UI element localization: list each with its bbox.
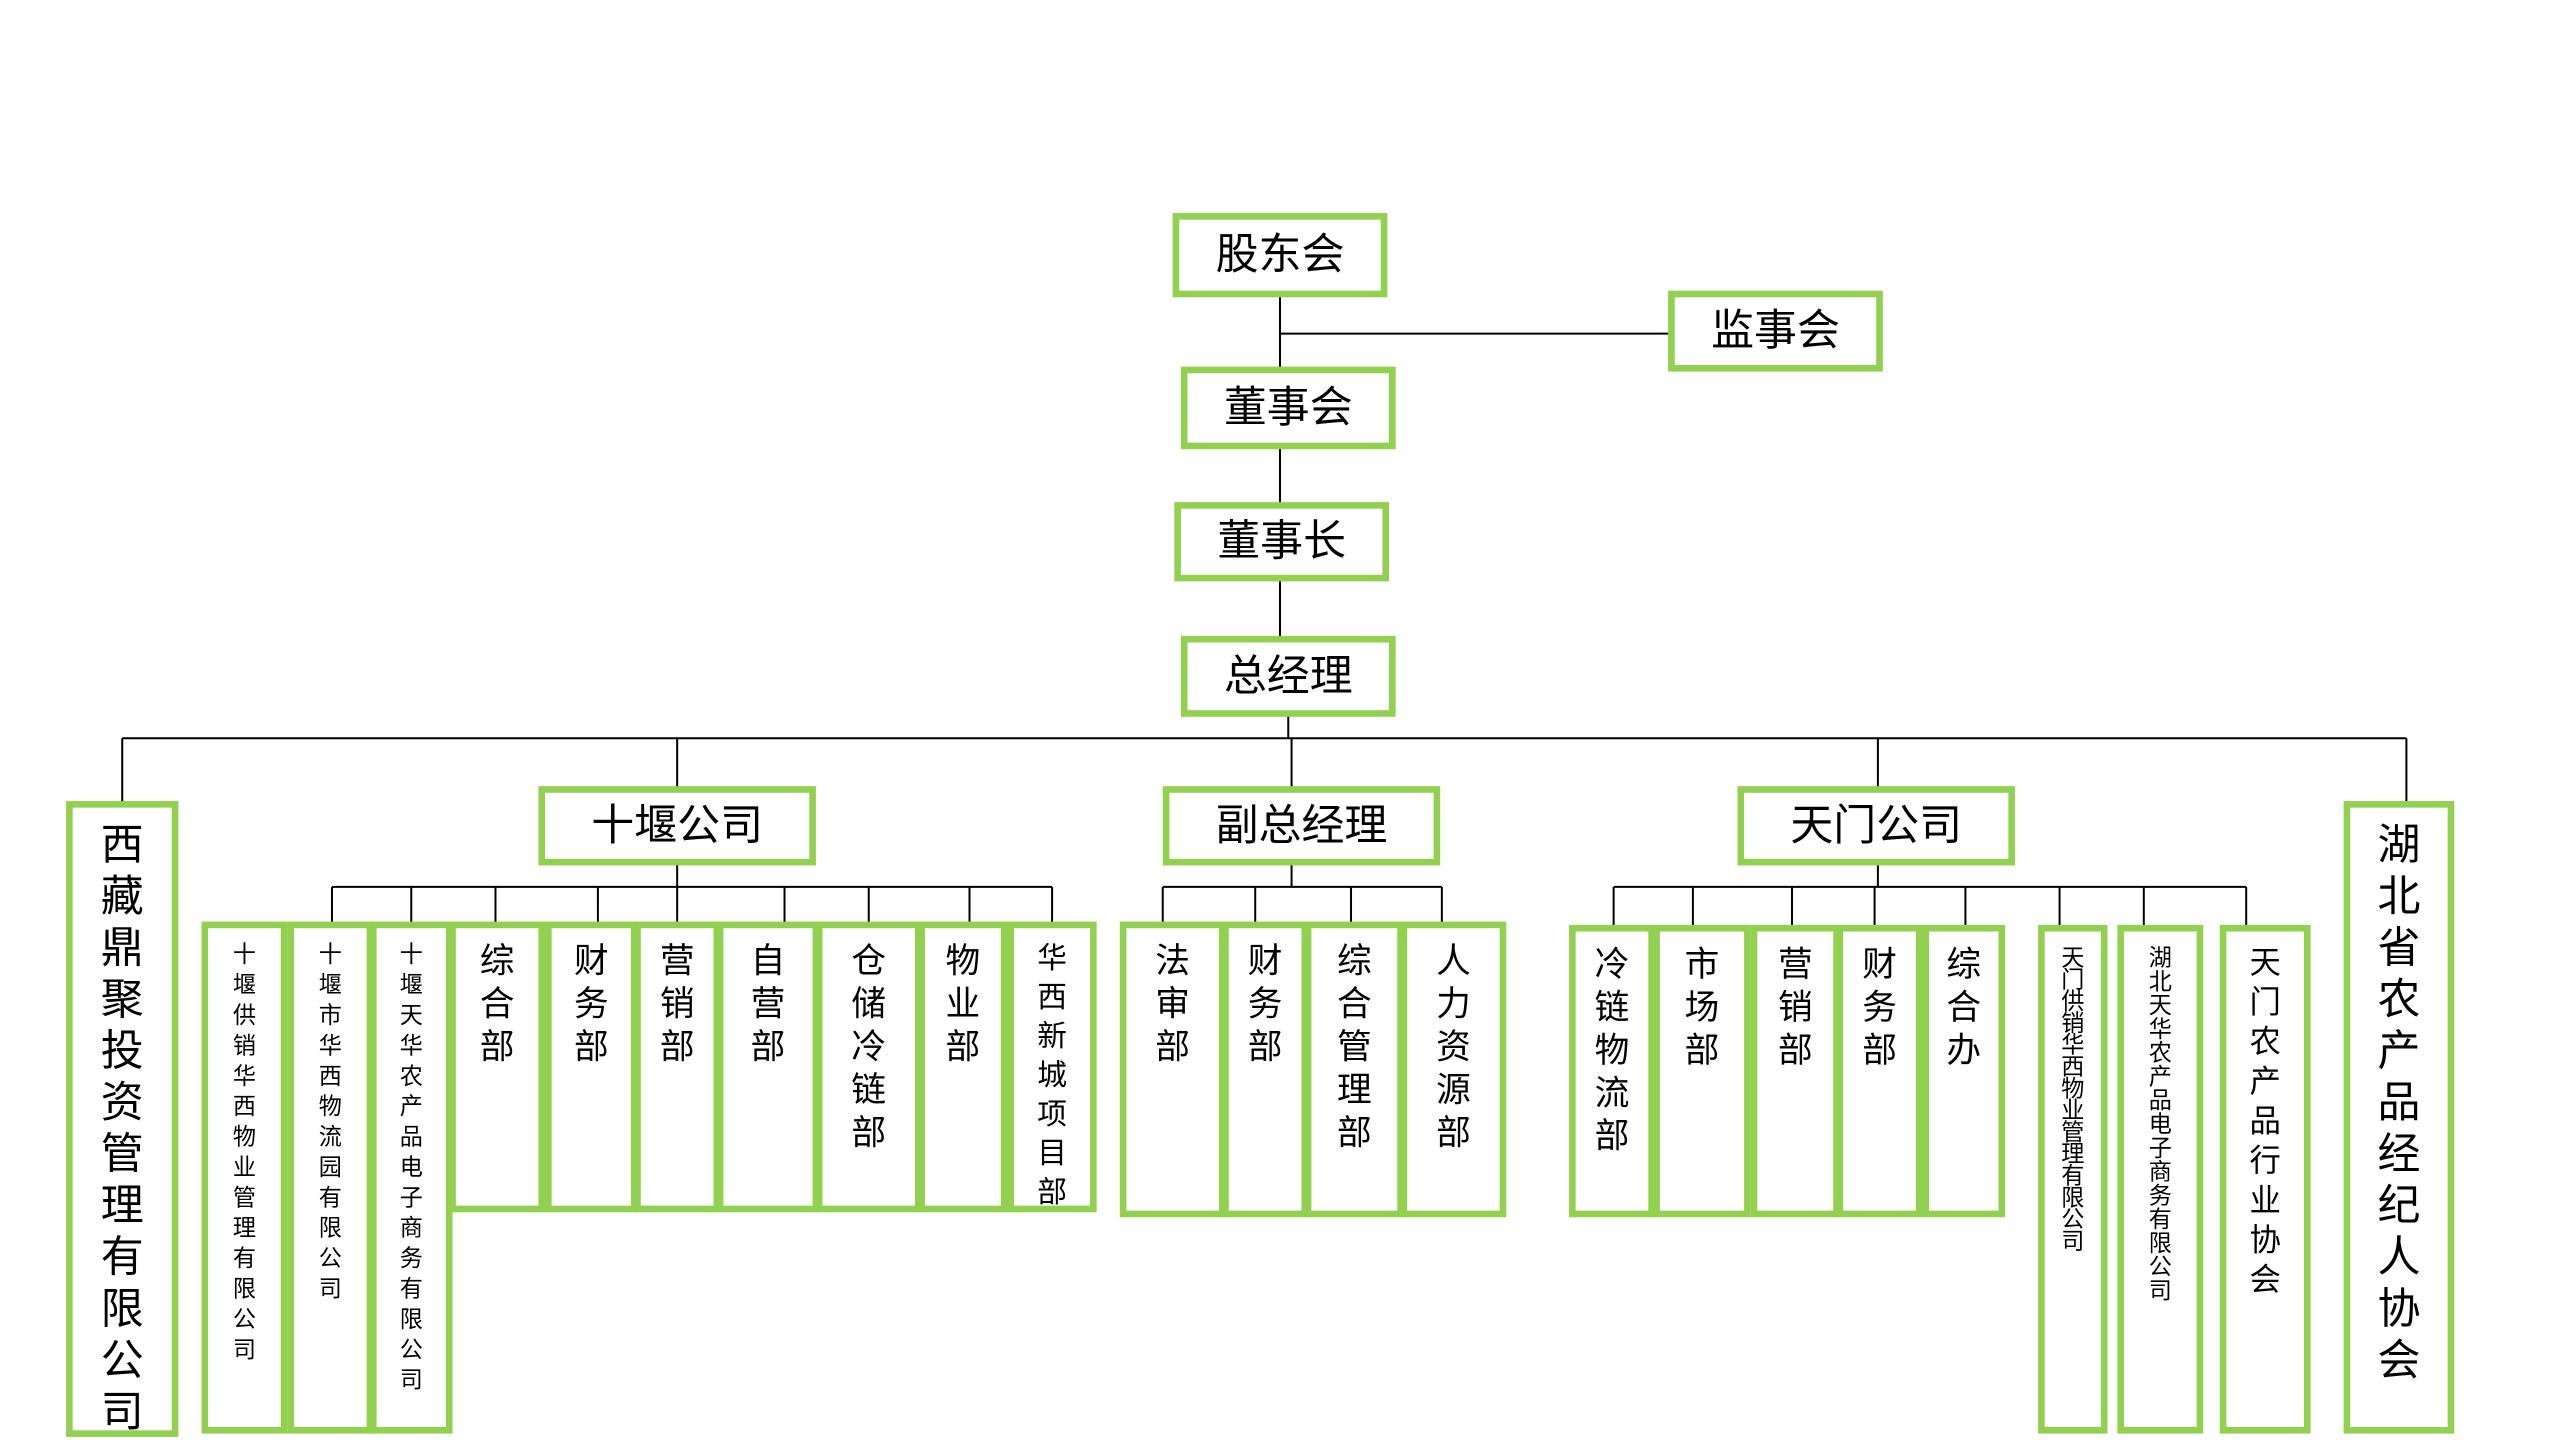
tianmen-unit-6-frame — [2038, 924, 2108, 1434]
tianmen-unit-8: 天门农产品行业协会 — [2219, 924, 2311, 1434]
shiyan-unit-6: 营销部 — [634, 921, 721, 1213]
vice-gm-unit-1: 法审部 — [1119, 921, 1226, 1218]
left-company-box-label: 西藏鼎聚投资管理有限公司 — [101, 820, 144, 1437]
shiyan-unit-1-frame — [201, 921, 288, 1434]
vice-gm-box-label: 副总经理 — [1216, 801, 1388, 851]
vice-gm-unit-4-label: 人力资源部 — [1436, 942, 1471, 1154]
shiyan-unit-7-label: 自营部 — [751, 942, 786, 1068]
shiyan-unit-6-label: 营销部 — [660, 942, 695, 1068]
shiyan-company-box-frame — [538, 786, 816, 866]
tianmen-company-box-label: 天门公司 — [1790, 801, 1962, 851]
vice-gm-unit-1-frame — [1119, 921, 1226, 1218]
tianmen-unit-1: 冷链物流部 — [1569, 924, 1655, 1218]
shiyan-unit-7-frame — [716, 921, 820, 1213]
supervisors-box-label: 监事会 — [1711, 306, 1840, 356]
tianmen-unit-7-label: 湖北天华农产品电子商务有限公司 — [2149, 946, 2172, 1305]
general-manager-box-frame — [1180, 635, 1396, 717]
left-company-box-frame — [66, 801, 179, 1437]
shiyan-unit-10: 华西新城项目部 — [1007, 921, 1097, 1213]
shiyan-unit-2-label: 十堰市华西物流园有限公司 — [319, 942, 342, 1302]
vice-gm-box-frame — [1162, 786, 1441, 866]
shiyan-unit-9-frame — [918, 921, 1008, 1213]
tianmen-unit-5-label: 综合办 — [1946, 945, 1981, 1071]
tianmen-unit-3-label: 营销部 — [1778, 945, 1813, 1071]
org-boxes: 股东会监事会董事会董事长总经理西藏鼎聚投资管理有限公司十堰公司副总经理天门公司湖… — [66, 213, 2455, 1437]
vice-gm-unit-4: 人力资源部 — [1400, 921, 1507, 1218]
vice-gm-unit-3: 综合管理部 — [1304, 921, 1404, 1218]
shiyan-unit-3-frame — [369, 921, 453, 1434]
board-box-frame — [1180, 366, 1396, 450]
vice-gm-unit-1-label: 法审部 — [1155, 942, 1190, 1068]
tianmen-unit-7: 湖北天华农产品电子商务有限公司 — [2117, 924, 2204, 1434]
supervisors-box: 监事会 — [1668, 290, 1883, 372]
general-manager-box: 总经理 — [1180, 635, 1396, 717]
shareholders-box-label: 股东会 — [1216, 230, 1345, 280]
tianmen-unit-2: 市场部 — [1653, 924, 1751, 1218]
tianmen-unit-5-frame — [1922, 924, 2006, 1218]
tianmen-company-box-frame — [1737, 786, 2015, 866]
chairman-box: 董事长 — [1174, 502, 1390, 582]
shiyan-unit-8: 仓储冷链部 — [815, 921, 922, 1213]
board-box-label: 董事会 — [1224, 383, 1353, 433]
tianmen-unit-4: 财务部 — [1836, 924, 1923, 1218]
shiyan-unit-7: 自营部 — [716, 921, 820, 1213]
tianmen-unit-6: 天门供销华西物业管理有限公司 — [2038, 924, 2108, 1434]
tianmen-company-box: 天门公司 — [1737, 786, 2015, 866]
left-company-box: 西藏鼎聚投资管理有限公司 — [66, 801, 179, 1437]
general-manager-box-label: 总经理 — [1224, 651, 1353, 701]
shiyan-unit-8-frame — [815, 921, 922, 1213]
shiyan-unit-5-frame — [545, 921, 638, 1213]
shiyan-company-box: 十堰公司 — [538, 786, 816, 866]
tianmen-unit-3: 营销部 — [1750, 924, 1840, 1218]
shiyan-unit-1-label: 十堰供销华西物业管理有限公司 — [233, 942, 256, 1363]
shiyan-unit-4: 综合部 — [449, 921, 546, 1213]
vice-gm-unit-3-label: 综合管理部 — [1337, 942, 1372, 1154]
vice-gm-box: 副总经理 — [1162, 786, 1441, 866]
shiyan-company-box-label: 十堰公司 — [591, 801, 763, 851]
tianmen-unit-2-frame — [1653, 924, 1751, 1218]
tianmen-unit-8-frame — [2219, 924, 2311, 1434]
shiyan-unit-9: 物业部 — [918, 921, 1008, 1213]
right-association-box-frame — [2343, 801, 2455, 1434]
shiyan-unit-4-label: 综合部 — [480, 942, 515, 1068]
shiyan-unit-10-label: 华西新城项目部 — [1037, 941, 1067, 1210]
tianmen-unit-1-frame — [1569, 924, 1655, 1218]
right-association-box: 湖北省农产品经纪人协会 — [2343, 801, 2455, 1434]
shiyan-unit-3: 十堰天华农产品电子商务有限公司 — [369, 921, 453, 1434]
shiyan-unit-2: 十堰市华西物流园有限公司 — [287, 921, 374, 1434]
tianmen-unit-7-frame — [2117, 924, 2204, 1434]
tianmen-unit-8-label: 天门农产品行业协会 — [2249, 945, 2280, 1298]
shiyan-unit-3-label: 十堰天华农产品电子商务有限公司 — [400, 942, 423, 1393]
tianmen-unit-4-label: 财务部 — [1862, 945, 1897, 1071]
tianmen-unit-6-label: 天门供销华西物业管理有限公司 — [2061, 946, 2084, 1255]
tianmen-unit-1-label: 冷链物流部 — [1595, 945, 1630, 1157]
vice-gm-unit-2-frame — [1222, 921, 1309, 1218]
board-box: 董事会 — [1180, 366, 1396, 450]
vice-gm-unit-2: 财务部 — [1222, 921, 1309, 1218]
tianmen-unit-5: 综合办 — [1922, 924, 2006, 1218]
shiyan-unit-8-label: 仓储冷链部 — [851, 942, 886, 1154]
vice-gm-unit-2-label: 财务部 — [1248, 942, 1283, 1068]
chairman-box-frame — [1174, 502, 1390, 582]
shareholders-box: 股东会 — [1172, 213, 1388, 298]
shiyan-unit-5-label: 财务部 — [574, 942, 609, 1068]
shiyan-unit-9-label: 物业部 — [946, 942, 981, 1068]
vice-gm-unit-4-frame — [1400, 921, 1507, 1218]
connector-lines — [121, 293, 2408, 929]
shiyan-unit-10-frame — [1007, 921, 1097, 1213]
chairman-box-label: 董事长 — [1217, 517, 1346, 567]
shareholders-box-frame — [1172, 213, 1388, 298]
supervisors-box-frame — [1668, 290, 1883, 372]
shiyan-unit-4-frame — [449, 921, 546, 1213]
right-association-box-label: 湖北省农产品经纪人协会 — [2377, 820, 2420, 1385]
shiyan-unit-5: 财务部 — [545, 921, 638, 1213]
shiyan-unit-6-frame — [634, 921, 721, 1213]
tianmen-unit-2-label: 市场部 — [1685, 945, 1720, 1071]
shiyan-unit-1: 十堰供销华西物业管理有限公司 — [201, 921, 288, 1434]
tianmen-unit-4-frame — [1836, 924, 1923, 1218]
